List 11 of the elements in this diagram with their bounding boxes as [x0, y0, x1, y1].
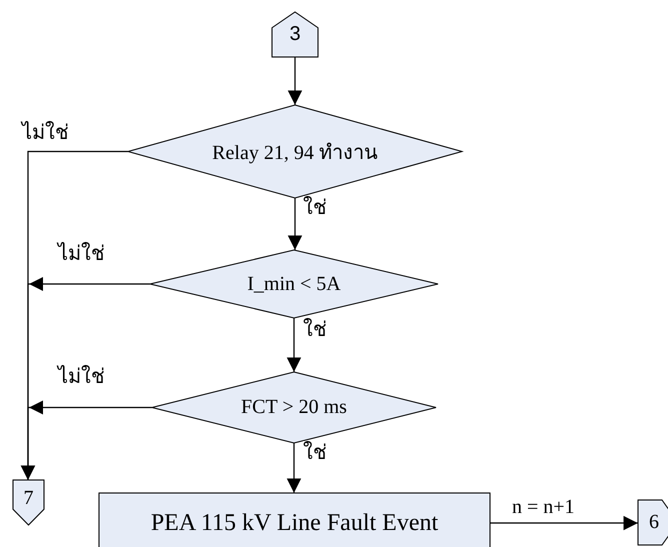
arrow [490, 516, 638, 530]
arrow [288, 57, 302, 105]
arrow [286, 443, 302, 493]
arrow [288, 198, 302, 250]
off-page-connector: 6 [638, 500, 668, 545]
decision-diamond: I_min < 5A [150, 250, 438, 318]
arrow [286, 318, 302, 372]
off-page-connector: 7 [13, 480, 44, 525]
off-page-connector: 3 [272, 12, 318, 57]
process-box: PEA 115 kV Line Fault Event [99, 493, 490, 547]
arrow [20, 400, 152, 480]
